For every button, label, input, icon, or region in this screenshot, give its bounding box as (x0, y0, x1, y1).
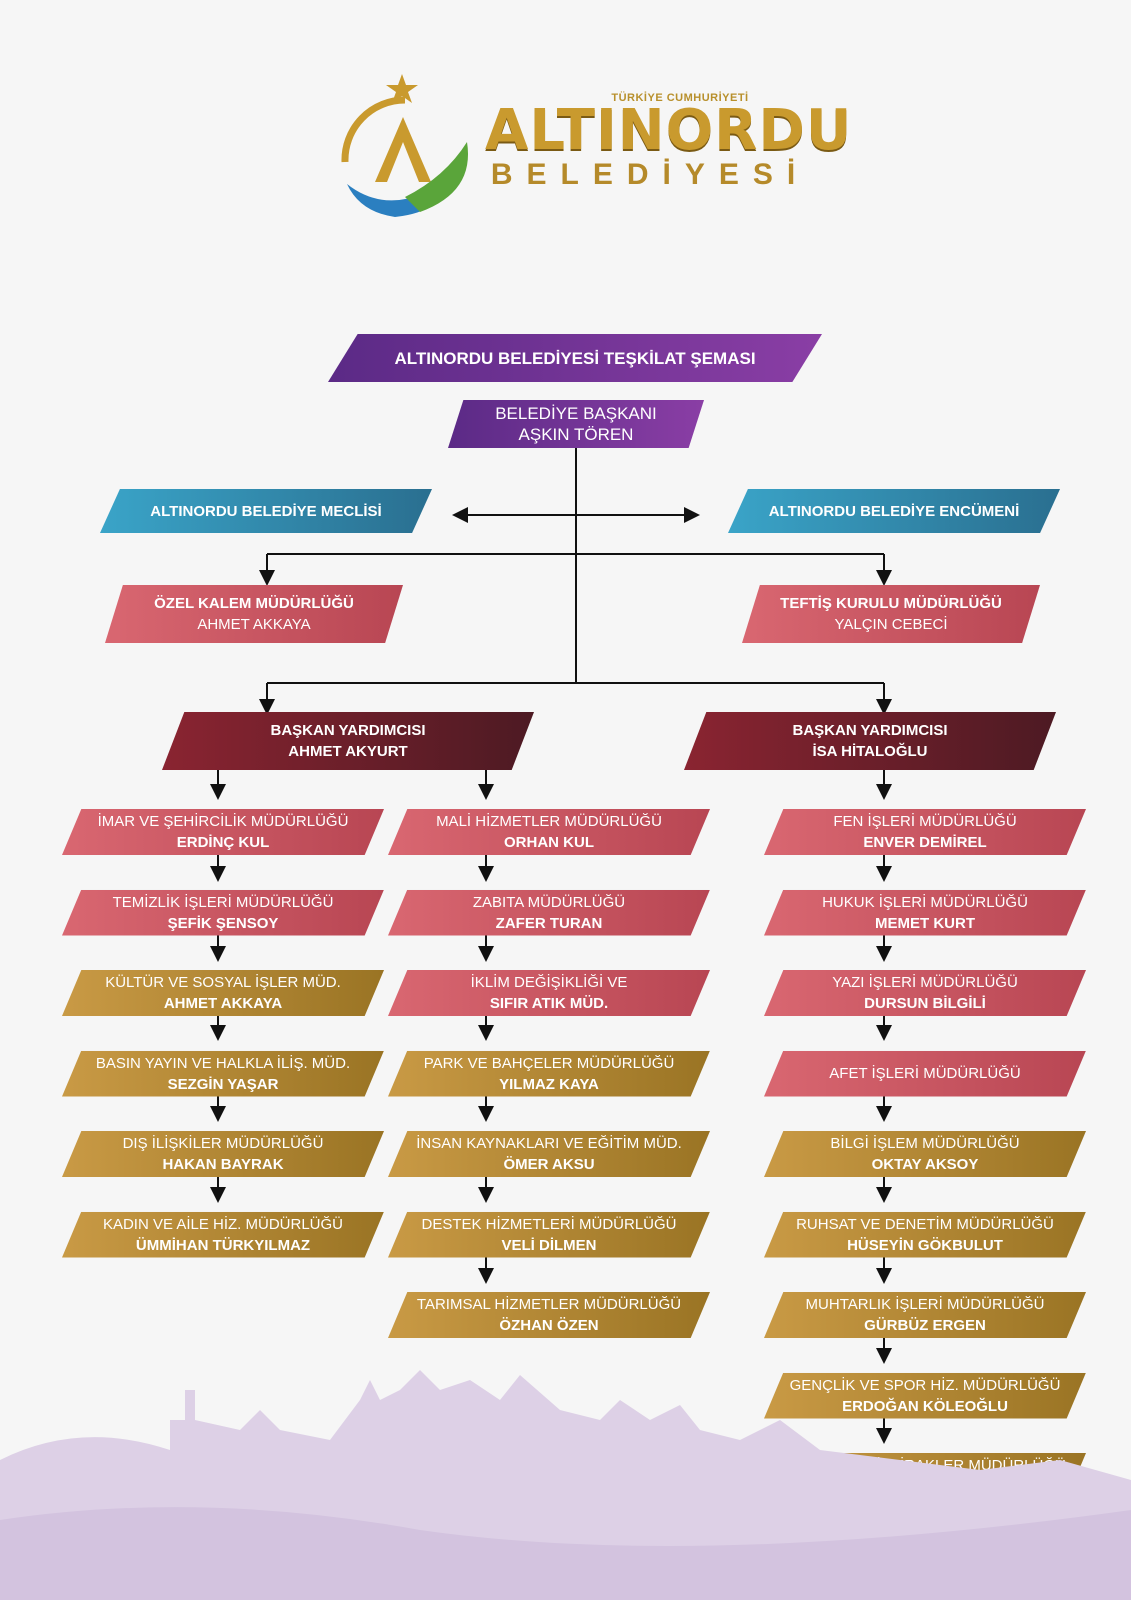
directorate-box: KADIN VE AİLE HİZ. MÜDÜRLÜĞÜ ÜMMİHAN TÜRK… (62, 1211, 384, 1258)
logo-main-text: ALTINORDU (485, 98, 853, 163)
mayor-box: BELEDİYE BAŞKANI AŞKIN TÖREN (448, 400, 704, 448)
directorate-title: ZABITA MÜDÜRLÜĞÜ (472, 893, 626, 911)
directorate-box: MALİ HİZMETLER MÜDÜRLÜĞÜ ORHAN KUL (388, 809, 710, 855)
directorate-head-name: YILMAZ KAYA (499, 1075, 599, 1093)
directorate-title: KÜLTÜR VE SOSYAL İŞLER MÜD. (105, 974, 341, 991)
directorate-head-name: ÖMER AKSU (503, 1156, 595, 1173)
directorate-box: BİLGİ İŞLEM MÜDÜRLÜĞÜ OKTAY AKSOY (764, 1131, 1086, 1177)
directorate-head-name: GÜRBÜZ ERGEN (864, 1317, 986, 1334)
directorate-head-name: OKTAY AKSOY (871, 1156, 979, 1173)
directorate-box: DESTEK HİZMETLERİ MÜDÜRLÜĞÜ VELİ DİLMEN (388, 1211, 710, 1258)
council-box: ALTINORDU BELEDİYE MECLİSİ (100, 489, 432, 533)
directorate-box: RUHSAT VE DENETİM MÜDÜRLÜĞÜ HÜSEYİN GÖKBU… (764, 1211, 1086, 1258)
directorate-box: İKLİM DEĞİŞİKLİĞİ VE SIFIR ATIK MÜD. (388, 970, 710, 1016)
inspection-title: TEFTİŞ KURULU MÜDÜRLÜĞÜ (780, 595, 1002, 612)
directorate-box: FEN İŞLERİ MÜDÜRLÜĞÜ ENVER DEMİREL (764, 809, 1086, 855)
directorate-head-name: ÜMMİHAN TÜRKYILMAZ (135, 1236, 311, 1254)
logo-top-text: TÜRKİYE CUMHURİYETİ (611, 92, 749, 104)
directorate-title: İKLİM DEĞİŞİKLİĞİ VE (470, 974, 628, 991)
directorate-box: GENÇLİK VE SPOR HİZ. MÜDÜRLÜĞÜ ERDOĞAN KÖ… (764, 1372, 1086, 1419)
committee-box: ALTINORDU BELEDİYE ENCÜMENİ (728, 489, 1060, 533)
directorate-box: TARIMSAL HİZMETLER MÜDÜRLÜĞÜ ÖZHAN ÖZEN (388, 1292, 710, 1338)
deputy-left-name: AHMET AKYURT (288, 743, 408, 760)
directorate-head-name: MEMET KURT (875, 914, 975, 932)
directorate-head-name: ŞEFİK ŞENSOY (167, 914, 279, 932)
directorate-head-name: VELİ DİLMEN (501, 1236, 597, 1254)
directorate-box: HUKUK İŞLERİ MÜDÜRLÜĞÜ MEMET KURT (764, 889, 1086, 936)
private-office-title: ÖZEL KALEM MÜDÜRLÜĞÜ (154, 595, 354, 612)
city-skyline-background (0, 1370, 1131, 1600)
directorate-head-name: ERDOĞAN KÖLEOĞLU (842, 1397, 1008, 1415)
directorate-title: KADIN VE AİLE HİZ. MÜDÜRLÜĞÜ (102, 1215, 344, 1233)
directorate-box: MUHTARLIK İŞLERİ MÜDÜRLÜĞÜ GÜRBÜZ ERGEN (764, 1292, 1086, 1338)
logo-sub-text: BELEDİYESİ (490, 158, 810, 191)
directorate-head-name: DURSUN BİLGİLİ (864, 995, 986, 1012)
inspection-name: YALÇIN CEBECİ (834, 616, 948, 633)
directorate-title: TARIMSAL HİZMETLER MÜDÜRLÜĞÜ (416, 1296, 682, 1313)
directorate-head-name: ENVER DEMİREL (863, 834, 987, 851)
directorate-title: AFET İŞLERİ MÜDÜRLÜĞÜ (829, 1065, 1021, 1082)
directorate-box: YAZI İŞLERİ MÜDÜRLÜĞÜ DURSUN BİLGİLİ (764, 970, 1086, 1016)
deputy-left-box: BAŞKAN YARDIMCISI AHMET AKYURT (162, 712, 534, 770)
directorate-title: RUHSAT VE DENETİM MÜDÜRLÜĞÜ (796, 1215, 1054, 1233)
mayor-title: BELEDİYE BAŞKANI (495, 404, 657, 423)
directorate-title: BASIN YAYIN VE HALKLA İLİŞ. MÜD. (95, 1054, 351, 1072)
chart-title: ALTINORDU BELEDİYESİ TEŞKİLAT ŞEMASI (328, 334, 822, 382)
directorate-title: DIŞ İLİŞKİLER MÜDÜRLÜĞÜ (122, 1135, 324, 1152)
directorate-head-name: HAKAN BAYRAK (162, 1156, 284, 1173)
directorate-title: GENÇLİK VE SPOR HİZ. MÜDÜRLÜĞÜ (789, 1376, 1061, 1394)
directorate-title: DESTEK HİZMETLERİ MÜDÜRLÜĞÜ (421, 1215, 677, 1233)
deputy-right-name: İSA HİTALOĞLU (812, 743, 928, 760)
private-office-name: AHMET AKKAYA (197, 616, 311, 633)
directorate-title: BİLGİ İŞLEM MÜDÜRLÜĞÜ (830, 1135, 1020, 1152)
directorate-box: BASIN YAYIN VE HALKLA İLİŞ. MÜD. SEZGİN Y… (62, 1050, 384, 1097)
directorate-box: PARK VE BAHÇELER MÜDÜRLÜĞÜ YILMAZ KAYA (388, 1050, 710, 1097)
directorate-box: ZABITA MÜDÜRLÜĞÜ ZAFER TURAN (388, 889, 710, 936)
directorate-head-name: SEZGİN YAŞAR (167, 1075, 279, 1093)
directorate-title: PARK VE BAHÇELER MÜDÜRLÜĞÜ (423, 1054, 675, 1072)
directorate-title: YAZI İŞLERİ MÜDÜRLÜĞÜ (832, 974, 1018, 991)
council-label: ALTINORDU BELEDİYE MECLİSİ (150, 502, 382, 520)
logo-emblem-icon (341, 74, 469, 217)
directorate-title: HUKUK İŞLERİ MÜDÜRLÜĞÜ (822, 893, 1028, 911)
directorate-head-name: ORHAN KUL (504, 834, 594, 851)
directorate-title: MUHTARLIK İŞLERİ MÜDÜRLÜĞÜ (805, 1296, 1045, 1313)
directorate-box: İNSAN KAYNAKLARI VE EĞİTİM MÜD. ÖMER AKSU (388, 1131, 710, 1177)
directorate-head-name: HÜSEYİN GÖKBULUT (847, 1236, 1003, 1254)
directorate-box: İMAR VE ŞEHİRCİLİK MÜDÜRLÜĞÜ ERDİNÇ KUL (62, 809, 384, 855)
directorate-title: İNSAN KAYNAKLARI VE EĞİTİM MÜD. (416, 1135, 682, 1152)
deputy-left-title: BAŞKAN YARDIMCISI (270, 722, 426, 739)
directorate-head-name: ZAFER TURAN (495, 914, 603, 932)
directorate-title: İMAR VE ŞEHİRCİLİK MÜDÜRLÜĞÜ (97, 813, 349, 830)
directorate-title: FEN İŞLERİ MÜDÜRLÜĞÜ (833, 813, 1017, 830)
directorate-box: KÜLTÜR VE SOSYAL İŞLER MÜD. AHMET AKKAYA (62, 970, 384, 1016)
directorate-title: TEMİZLİK İŞLERİ MÜDÜRLÜĞÜ (112, 893, 334, 911)
directorate-head-name: SIFIR ATIK MÜD. (489, 995, 609, 1012)
directorate-box: DIŞ İLİŞKİLER MÜDÜRLÜĞÜ HAKAN BAYRAK (62, 1131, 384, 1177)
municipality-logo: TÜRKİYE CUMHURİYETİ ALTINORDU BELEDİYESİ (335, 72, 853, 232)
directorate-box: TEMİZLİK İŞLERİ MÜDÜRLÜĞÜ ŞEFİK ŞENSOY (62, 889, 384, 936)
deputy-right-box: BAŞKAN YARDIMCISI İSA HİTALOĞLU (684, 712, 1056, 770)
directorate-box: AFET İŞLERİ MÜDÜRLÜĞÜ (764, 1050, 1086, 1097)
directorate-head-name: AHMET AKKAYA (163, 995, 283, 1012)
chart-title-text: ALTINORDU BELEDİYESİ TEŞKİLAT ŞEMASI (394, 348, 756, 368)
committee-label: ALTINORDU BELEDİYE ENCÜMENİ (768, 502, 1020, 520)
inspection-box: TEFTİŞ KURULU MÜDÜRLÜĞÜ YALÇIN CEBECİ (742, 585, 1040, 643)
deputy-right-title: BAŞKAN YARDIMCISI (792, 722, 948, 739)
mayor-name: AŞKIN TÖREN (518, 425, 634, 444)
directorate-title: MALİ HİZMETLER MÜDÜRLÜĞÜ (436, 813, 662, 830)
directorate-head-name: ERDİNÇ KUL (176, 834, 270, 851)
directorate-head-name: ÖZHAN ÖZEN (499, 1317, 599, 1334)
private-office-box: ÖZEL KALEM MÜDÜRLÜĞÜ AHMET AKKAYA (105, 585, 403, 643)
